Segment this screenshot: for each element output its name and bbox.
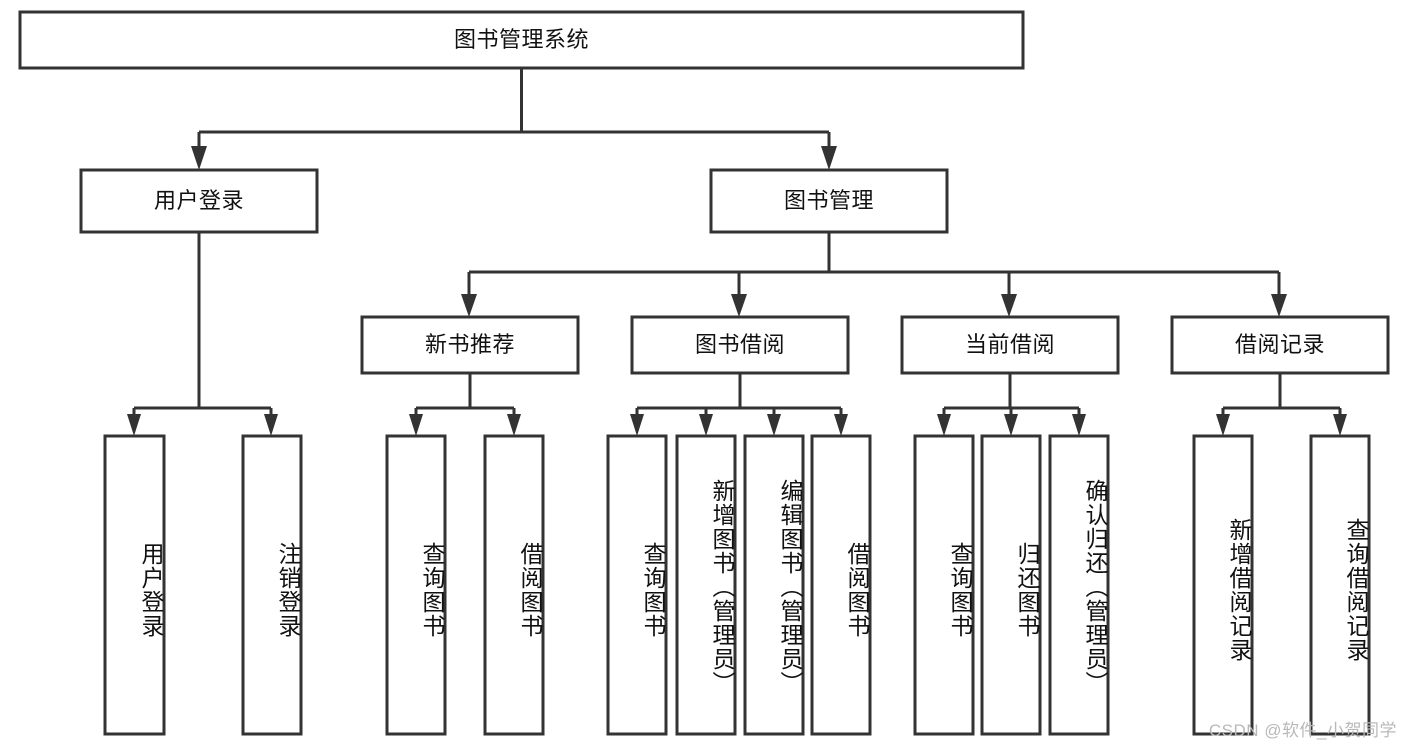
arrow-head-borrow-record — [1271, 294, 1287, 317]
arrow-head-leaf-query-record — [1333, 414, 1347, 436]
connector-layer — [127, 68, 1347, 436]
arrow-head-leaf-query-book-3 — [937, 414, 951, 436]
arrow-head-leaf-borrow-book-1 — [507, 414, 521, 436]
node-box-leaf-add-book[interactable] — [675, 434, 737, 736]
node-box-user-login[interactable] — [79, 168, 319, 234]
arrow-head-leaf-edit-book — [767, 414, 781, 436]
arrow-head-current-borrow — [1001, 294, 1017, 317]
node-box-leaf-borrow-book-1[interactable] — [483, 434, 545, 736]
node-box-current-borrow[interactable] — [900, 315, 1120, 375]
arrow-head-new-book-rec — [461, 294, 477, 317]
arrow-head-leaf-query-book-2 — [630, 414, 644, 436]
node-box-leaf-edit-book[interactable] — [743, 434, 805, 736]
node-box-layer — [18, 10, 1390, 736]
node-box-leaf-query-book-3[interactable] — [913, 434, 975, 736]
arrow-head-book-borrow — [731, 294, 747, 317]
node-box-new-book-recommend[interactable] — [360, 315, 580, 375]
node-box-leaf-return-book[interactable] — [980, 434, 1042, 736]
arrow-head-leaf-query-book-1 — [409, 414, 423, 436]
node-box-book-management[interactable] — [709, 168, 949, 234]
node-box-leaf-confirm-return[interactable] — [1048, 434, 1110, 736]
node-box-leaf-query-borrow-record[interactable] — [1309, 434, 1371, 736]
node-box-leaf-logout[interactable] — [241, 434, 303, 736]
node-box-leaf-borrow-book-2[interactable] — [810, 434, 872, 736]
arrow-head-leaf-user-login — [127, 414, 141, 436]
arrow-head-leaf-add-book — [699, 414, 713, 436]
node-box-borrow-record[interactable] — [1170, 315, 1390, 375]
node-box-leaf-query-book-1[interactable] — [385, 434, 447, 736]
node-box-leaf-add-borrow-record[interactable] — [1192, 434, 1254, 736]
arrow-head-leaf-borrow-book-2 — [834, 414, 848, 436]
watermark-text: CSDN @软件_小贺同学 — [1208, 721, 1397, 740]
node-box-leaf-query-book-2[interactable] — [606, 434, 668, 736]
arrow-head-user-login — [191, 146, 207, 170]
node-box-leaf-user-login[interactable] — [103, 434, 166, 736]
arrow-head-book-mgmt — [821, 146, 837, 170]
arrow-head-leaf-return-book — [1004, 414, 1018, 436]
arrow-head-leaf-add-record — [1216, 414, 1230, 436]
node-box-book-borrow[interactable] — [630, 315, 850, 375]
arrow-head-leaf-logout — [264, 414, 278, 436]
arrow-head-leaf-confirm-return — [1072, 414, 1086, 436]
node-box-root[interactable] — [18, 10, 1025, 70]
